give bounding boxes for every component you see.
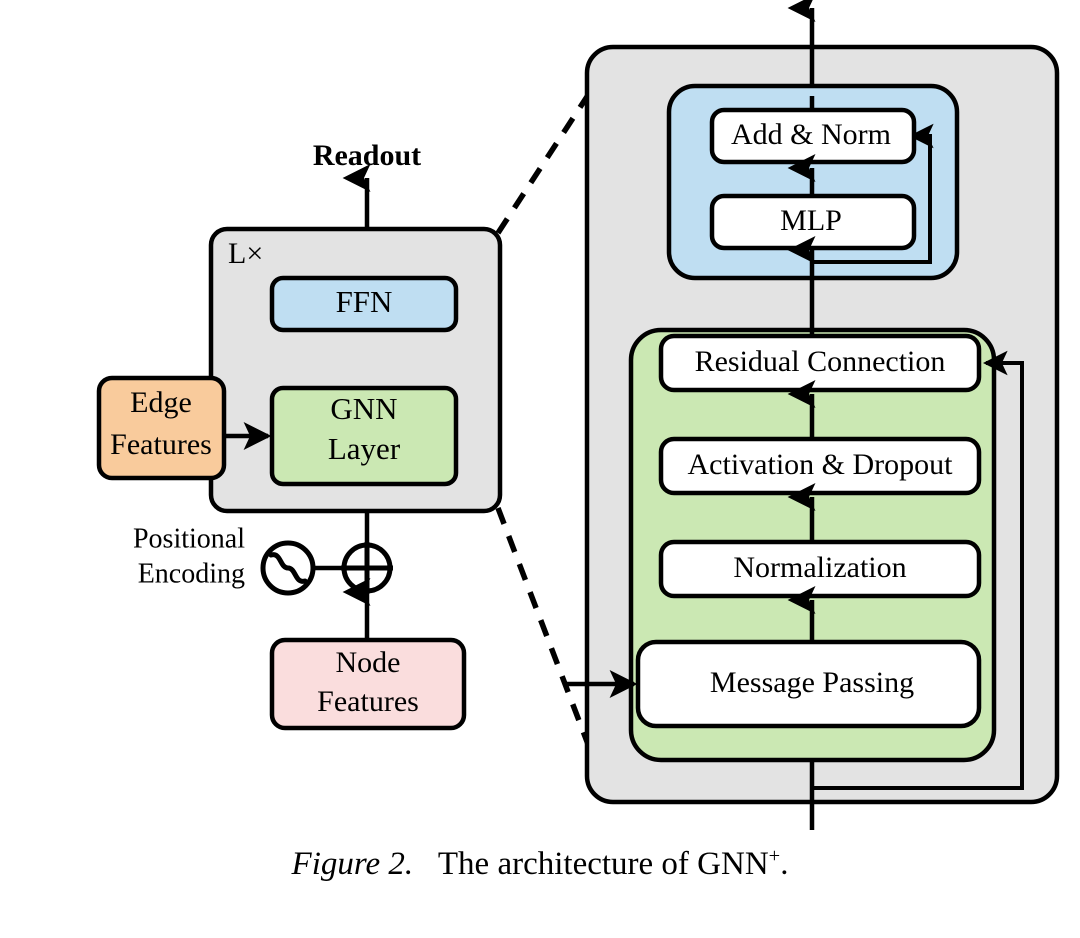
block-ffn-label: FFN (336, 284, 393, 319)
figure-caption-superscript: + (768, 845, 781, 867)
block-node-features[interactable] (269, 637, 467, 731)
box-message-passing-label: Message Passing (710, 666, 914, 699)
block-edge-features[interactable] (96, 375, 227, 481)
box-residual-connection-label: Residual Connection (695, 345, 946, 378)
positional-encoding-label-line2: Encoding (138, 558, 245, 589)
repeat-count-label: L× (228, 237, 263, 270)
block-edge-features-label-line2: Features (110, 428, 212, 461)
box-residual-connection[interactable] (658, 333, 982, 393)
box-mlp-label: MLP (780, 204, 842, 237)
wire-gnn-skip-connection (812, 350, 1024, 790)
leader-dashed-bottom (495, 507, 597, 761)
figure-caption-prefix: Figure 2. (291, 846, 414, 882)
block-gnn-layer-label-line2: Layer (328, 431, 401, 466)
figure-caption-suffix: . (780, 846, 789, 882)
box-activation-dropout[interactable] (658, 436, 982, 496)
readout-label: Readout (313, 139, 421, 172)
box-normalization[interactable] (658, 539, 982, 599)
block-gnn-layer-label-line1: GNN (330, 391, 397, 426)
sine-wave-circle-icon (260, 540, 316, 596)
circled-plus-icon (341, 542, 393, 594)
block-edge-features-label-line1: Edge (130, 386, 192, 419)
figure-caption: Figure 2. The architecture of GNN+. (0, 845, 1080, 883)
block-gnn-layer[interactable] (269, 385, 459, 487)
positional-encoding-label-line1: Positional (133, 523, 245, 554)
block-ffn[interactable] (269, 275, 459, 333)
box-normalization-label: Normalization (733, 551, 906, 584)
box-add-norm-label: Add & Norm (731, 118, 891, 151)
leader-dashed-top (495, 84, 597, 235)
box-message-passing[interactable] (635, 639, 982, 729)
figure-caption-text: The architecture of GNN (437, 846, 769, 882)
block-node-features-label-line1: Node (336, 646, 401, 679)
box-activation-dropout-label: Activation & Dropout (688, 448, 954, 481)
block-node-features-label-line2: Features (317, 685, 419, 718)
